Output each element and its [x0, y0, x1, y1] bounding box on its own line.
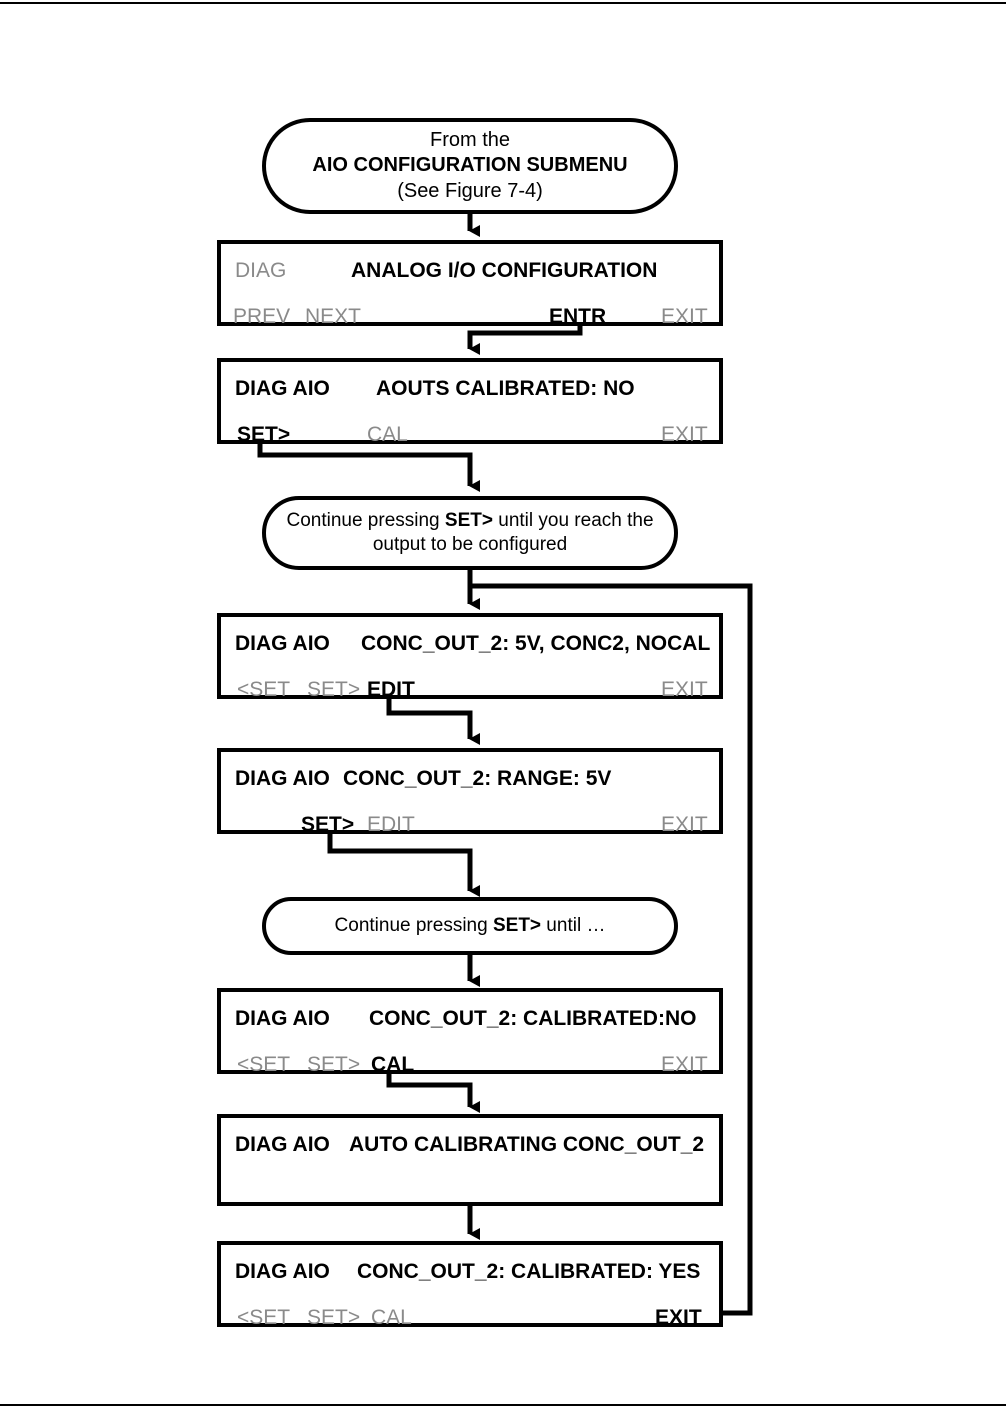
button-exit[interactable]: EXIT: [661, 813, 708, 836]
menu-label: DIAG AIO: [235, 1007, 330, 1030]
panel-button-row: <SET SET> EDIT EXIT: [221, 675, 719, 705]
panel-top-row: DIAG AIO CONC_OUT_2: CALIBRATED:NO: [221, 1004, 719, 1034]
panel-message: CONC_OUT_2: 5V, CONC2, NOCAL: [361, 632, 711, 655]
panel-message: CONC_OUT_2: RANGE: 5V: [343, 767, 612, 790]
menu-label: DIAG: [235, 259, 287, 282]
page-rule-bottom: [0, 1404, 1006, 1406]
note-key-set: SET>: [492, 914, 542, 936]
panel-message: AUTO CALIBRATING CONC_OUT_2: [349, 1133, 705, 1156]
panel-top-row: DIAG AIO CONC_OUT_2: CALIBRATED: YES: [221, 1257, 719, 1287]
button-exit[interactable]: EXIT: [661, 305, 708, 328]
panel-message: ANALOG I/O CONFIGURATION: [351, 259, 658, 282]
panel-top-row: DIAG AIO AOUTS CALIBRATED: NO: [221, 374, 719, 404]
button-exit[interactable]: EXIT: [661, 678, 708, 701]
button-set-next[interactable]: SET>: [307, 1053, 361, 1076]
panel-conc-out-2-calibrated-no[interactable]: DIAG AIO CONC_OUT_2: CALIBRATED:NO <SET …: [217, 988, 723, 1076]
note-line-1: Continue pressing SET> until …: [335, 914, 606, 938]
button-set-next[interactable]: SET>: [307, 678, 361, 701]
note-line-2: output to be configured: [372, 534, 568, 555]
panel-aouts-calibrated[interactable]: DIAG AIO AOUTS CALIBRATED: NO SET> CAL E…: [217, 358, 723, 446]
start-line-1: From the: [429, 128, 511, 151]
panel-conc-out-2-calibrated-yes[interactable]: DIAG AIO CONC_OUT_2: CALIBRATED: YES <SE…: [217, 1241, 723, 1329]
panel-analog-io-config[interactable]: DIAG ANALOG I/O CONFIGURATION PREV NEXT …: [217, 240, 723, 328]
panel-message: CONC_OUT_2: CALIBRATED: YES: [357, 1260, 701, 1283]
button-exit[interactable]: EXIT: [661, 1053, 708, 1076]
button-exit[interactable]: EXIT: [655, 1306, 702, 1329]
panel-top-row: DIAG AIO CONC_OUT_2: 5V, CONC2, NOCAL: [221, 629, 719, 659]
panel-conc-out-2-summary[interactable]: DIAG AIO CONC_OUT_2: 5V, CONC2, NOCAL <S…: [217, 613, 723, 701]
note-continue-pressing-set: Continue pressing SET> until …: [262, 897, 678, 955]
note-text-a: Continue pressing: [286, 509, 445, 531]
button-exit[interactable]: EXIT: [661, 423, 708, 446]
panel-auto-calibrating: DIAG AIO AUTO CALIBRATING CONC_OUT_2: [217, 1114, 723, 1206]
button-set-next[interactable]: SET>: [237, 423, 291, 446]
note-text-a: Continue pressing: [334, 914, 493, 936]
start-terminator: From the AIO CONFIGURATION SUBMENU (See …: [262, 118, 678, 214]
button-cal[interactable]: CAL: [371, 1306, 412, 1329]
button-set-next[interactable]: SET>: [307, 1306, 361, 1329]
start-line-3: (See Figure 7-4): [397, 179, 543, 202]
button-set-next[interactable]: SET>: [301, 813, 355, 836]
panel-button-row: PREV NEXT ENTR EXIT: [221, 302, 719, 332]
button-entr[interactable]: ENTR: [549, 305, 607, 328]
panel-button-row: <SET SET> CAL EXIT: [221, 1050, 719, 1080]
note-key-set: SET>: [444, 509, 493, 531]
panel-message: AOUTS CALIBRATED: NO: [376, 377, 635, 400]
page-rule-top: [0, 2, 1006, 4]
button-cal[interactable]: CAL: [367, 423, 408, 446]
panel-top-row: DIAG AIO CONC_OUT_2: RANGE: 5V: [221, 764, 719, 794]
start-line-2: AIO CONFIGURATION SUBMENU: [312, 154, 628, 177]
button-set-prev[interactable]: <SET: [237, 1053, 291, 1076]
button-prev[interactable]: PREV: [233, 305, 291, 328]
panel-top-row: DIAG ANALOG I/O CONFIGURATION: [221, 256, 719, 286]
panel-button-row: <SET SET> CAL EXIT: [221, 1303, 719, 1333]
panel-message: CONC_OUT_2: CALIBRATED:NO: [369, 1007, 697, 1030]
note-text-c: until …: [541, 914, 606, 936]
button-edit[interactable]: EDIT: [367, 813, 415, 836]
button-edit[interactable]: EDIT: [367, 678, 415, 701]
menu-label: DIAG AIO: [235, 1260, 330, 1283]
panel-top-row: DIAG AIO AUTO CALIBRATING CONC_OUT_2: [221, 1130, 719, 1160]
panel-button-row: SET> EDIT EXIT: [221, 810, 719, 840]
menu-label: DIAG AIO: [235, 377, 330, 400]
button-cal[interactable]: CAL: [371, 1053, 415, 1076]
note-text-c: until you reach the: [492, 509, 654, 531]
note-line-1: Continue pressing SET> until you reach t…: [286, 509, 653, 533]
menu-label: DIAG AIO: [235, 632, 330, 655]
panel-button-row: SET> CAL EXIT: [221, 420, 719, 450]
menu-label: DIAG AIO: [235, 767, 330, 790]
button-set-prev[interactable]: <SET: [237, 1306, 291, 1329]
menu-label: DIAG AIO: [235, 1133, 330, 1156]
button-set-prev[interactable]: <SET: [237, 678, 291, 701]
panel-conc-out-2-range[interactable]: DIAG AIO CONC_OUT_2: RANGE: 5V SET> EDIT…: [217, 748, 723, 836]
button-next[interactable]: NEXT: [305, 305, 362, 328]
note-continue-pressing-set-output: Continue pressing SET> until you reach t…: [262, 496, 678, 570]
